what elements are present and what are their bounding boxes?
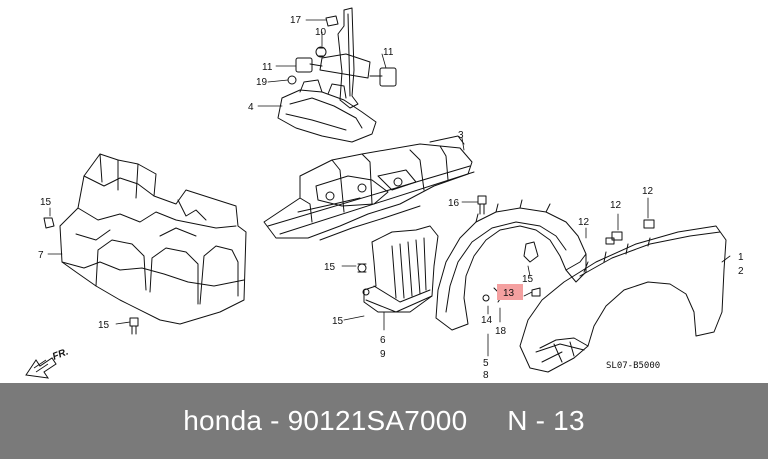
callout-11-left: 11 [262, 62, 273, 73]
callout-15-c: 15 [324, 262, 336, 273]
callout-15-d: 15 [332, 316, 344, 327]
reference-number: 13 [553, 405, 585, 436]
part-6-bracket-drawing [357, 225, 439, 313]
callout-18: 18 [495, 326, 507, 337]
front-direction-arrow [25, 357, 57, 379]
callout-13-highlight [497, 284, 523, 300]
callout-13: 13 [503, 288, 515, 299]
drawing-code: SL07-B5000 [606, 361, 660, 371]
callout-8: 8 [483, 370, 489, 381]
part-3-frame-drawing [263, 135, 475, 241]
leader-lines [47, 19, 731, 357]
brand-name: honda [183, 405, 263, 436]
exploded-parts-diagram: FR. 17 10 11 11 19 4 3 16 15 7 15 15 15 … [25, 7, 744, 381]
callout-12-b: 12 [610, 200, 622, 211]
callout-9: 9 [380, 349, 386, 360]
part-1-fender-drawing [519, 225, 727, 373]
part-number-banner: honda - 90121SA7000 N - 13 [0, 383, 768, 459]
callout-2: 2 [738, 266, 744, 277]
callout-12-c: 12 [642, 186, 654, 197]
callout-7: 7 [38, 250, 44, 261]
caption-separator-2: - [535, 405, 546, 436]
fasteners-drawing [43, 217, 655, 335]
callout-10: 10 [315, 27, 327, 38]
callout-15-b: 15 [98, 320, 110, 331]
reference-label: N [507, 405, 528, 436]
callout-4: 4 [248, 102, 254, 113]
callout-17: 17 [290, 15, 302, 26]
callout-3: 3 [458, 130, 464, 141]
callout-16: 16 [448, 198, 460, 209]
callout-15-e: 15 [522, 274, 534, 285]
caption-separator: - [270, 405, 280, 436]
part-number-caption: honda - 90121SA7000 N - 13 [183, 405, 584, 437]
part-16-bolt-drawing [477, 195, 487, 215]
part-7-shield-drawing [59, 153, 247, 325]
callout-6: 6 [380, 335, 386, 346]
callout-1: 1 [738, 252, 744, 263]
part-5-fender-liner-drawing [435, 199, 587, 331]
callout-14: 14 [481, 315, 493, 326]
callout-12-a: 12 [578, 217, 590, 228]
callout-15-a: 15 [40, 197, 52, 208]
callout-11-right: 11 [383, 47, 394, 58]
front-direction-label: FR. [51, 347, 70, 363]
part-number: 90121SA7000 [287, 405, 468, 436]
callout-19: 19 [256, 77, 268, 88]
callout-5: 5 [483, 358, 489, 369]
part-4-bracket-drawing [277, 7, 397, 143]
